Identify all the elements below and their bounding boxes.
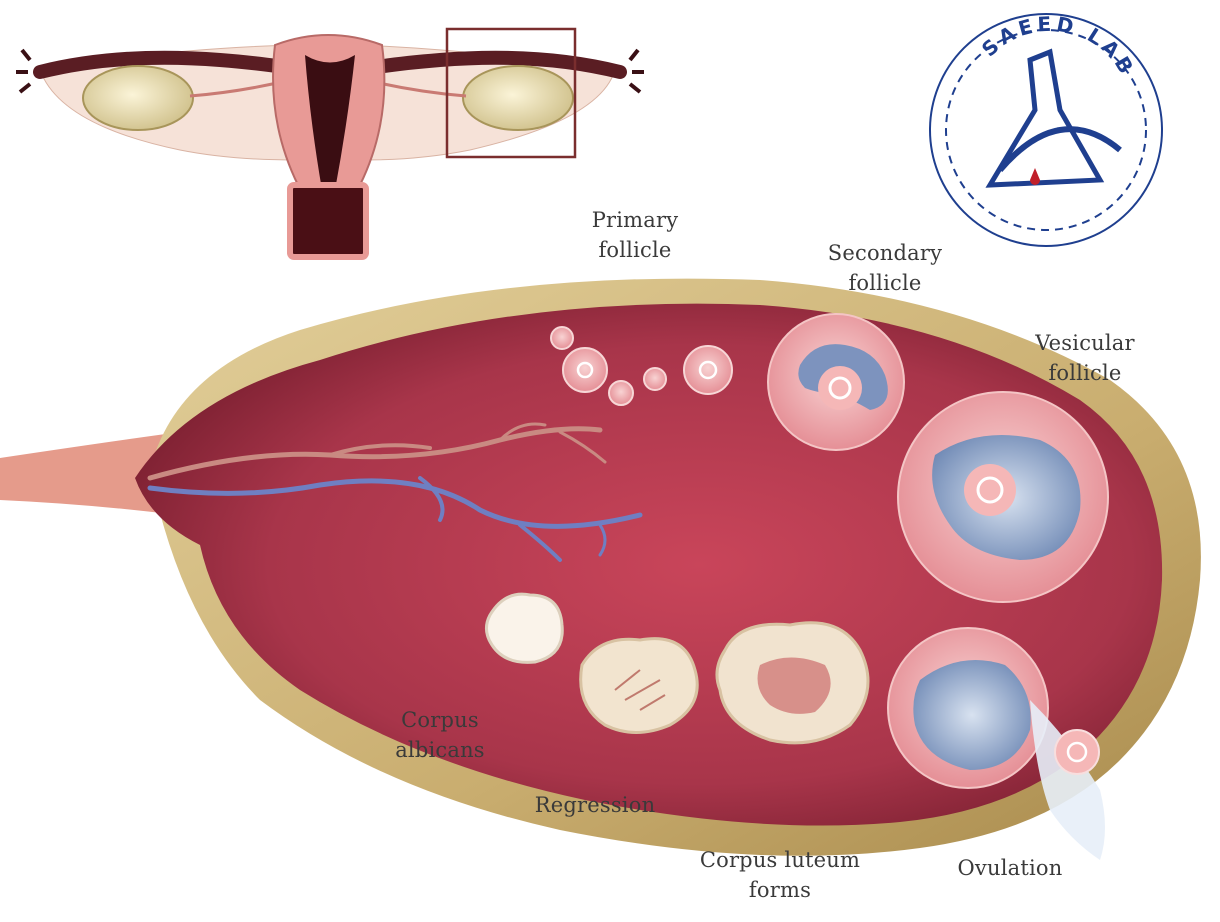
- label-corpus-luteum-line1: Corpus luteum: [699, 848, 861, 872]
- label-corpus-albicans: Corpus albicans: [385, 705, 495, 765]
- label-secondary-follicle-line1: Secondary: [827, 241, 943, 265]
- label-primary-follicle-line1: Primary: [591, 208, 679, 232]
- label-vesicular-follicle-line2: follicle: [1048, 361, 1122, 385]
- ovulating-follicle: [887, 627, 1105, 860]
- label-secondary-follicle-line2: follicle: [848, 271, 922, 295]
- label-corpus-albicans-line2: albicans: [395, 738, 485, 762]
- label-corpus-luteum: Corpus luteum forms: [685, 845, 875, 905]
- ovary-highlight-box: [445, 27, 577, 159]
- label-regression: Regression: [525, 790, 665, 820]
- corpus-albicans: [485, 592, 564, 664]
- uterus-illustration: [16, 27, 644, 260]
- uterine-cavity: [305, 55, 355, 190]
- ovary-cross-section: [0, 278, 1201, 860]
- label-secondary-follicle: Secondary follicle: [815, 238, 955, 298]
- vesicular-follicle: [897, 391, 1109, 603]
- label-vesicular-follicle: Vesicular follicle: [1025, 328, 1145, 388]
- label-primary-follicle-line2: follicle: [598, 238, 672, 262]
- label-primary-follicle: Primary follicle: [580, 205, 690, 265]
- label-ovulation-text: Ovulation: [957, 856, 1063, 880]
- blood-vessels: [147, 422, 643, 562]
- logo-text: SAEED LAB: [977, 12, 1140, 81]
- ovary-right: [462, 65, 574, 131]
- logo-flask-icon: [985, 48, 1105, 188]
- label-corpus-luteum-line2: forms: [748, 878, 812, 902]
- ovary-left: [82, 65, 194, 131]
- label-vesicular-follicle-line1: Vesicular: [1035, 331, 1135, 355]
- primary-follicles: [550, 326, 733, 406]
- label-corpus-albicans-line1: Corpus: [401, 708, 479, 732]
- fimbriae-left: [16, 48, 32, 94]
- corpus-luteum: [715, 621, 870, 745]
- saeed-lab-logo: [929, 13, 1163, 247]
- regressing-corpus-luteum: [579, 637, 699, 734]
- fallopian-tube-right: [353, 50, 627, 79]
- fimbriae-right: [628, 48, 644, 94]
- logo-blood-drop-icon: [1030, 168, 1040, 185]
- label-ovulation: Ovulation: [945, 853, 1075, 883]
- label-regression-text: Regression: [534, 793, 656, 817]
- cervix: [287, 182, 369, 260]
- secondary-follicle: [767, 313, 905, 451]
